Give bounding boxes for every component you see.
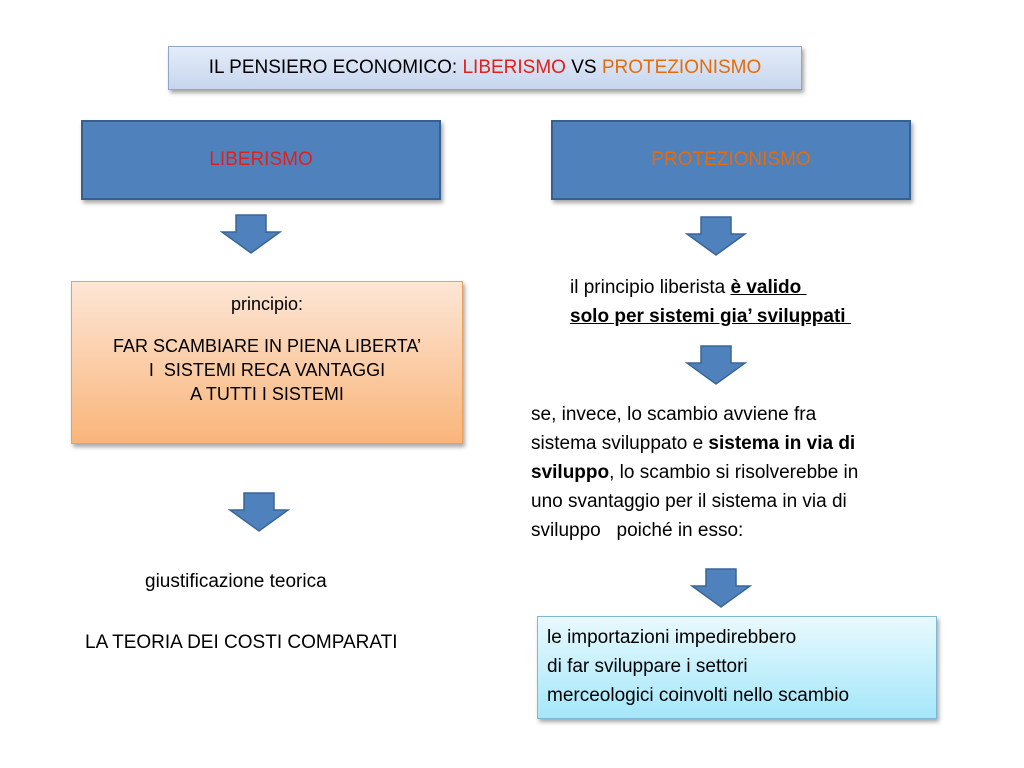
conclusion-line: merceologici coinvolti nello scambio: [547, 685, 850, 706]
down-arrow-icon: [220, 214, 282, 254]
protezionismo-header: PROTEZIONISMO: [551, 120, 911, 200]
title-box: IL PENSIERO ECONOMICO: LIBERISMO VS PROT…: [168, 46, 802, 90]
paragraph-text: , lo scambio si risolverebbe in: [609, 462, 859, 483]
protezionismo-header-label: PROTEZIONISMO: [651, 149, 811, 170]
down-arrow-icon: [690, 568, 752, 608]
liberismo-header: LIBERISMO: [81, 120, 441, 200]
paragraph-bold: sistema in via di: [708, 433, 856, 454]
down-arrow-icon: [685, 345, 747, 385]
principle-line: I SISTEMI RECA VANTAGGI: [148, 360, 386, 380]
exchange-paragraph: se, invece, lo scambio avviene fra siste…: [531, 400, 858, 545]
principle-label: principio:: [230, 294, 304, 314]
title-prefix: IL PENSIERO ECONOMICO:: [208, 57, 463, 78]
theory-text: LA TEORIA DEI COSTI COMPARATI: [85, 632, 398, 653]
title-vs: VS: [565, 57, 602, 78]
paragraph-line: sviluppo, lo scambio si risolverebbe in: [531, 458, 858, 487]
paragraph-line: sviluppo poiché in esso:: [531, 520, 744, 541]
title-liberismo: LIBERISMO: [462, 57, 566, 78]
liberismo-header-label: LIBERISMO: [209, 149, 313, 170]
principle-part: il principio liberista: [570, 277, 731, 298]
conclusion-line: le importazioni impedirebbero: [547, 627, 797, 648]
principle-box: principio: FAR SCAMBIARE IN PIENA LIBERT…: [71, 281, 463, 444]
title-protezionismo: PROTEZIONISMO: [601, 57, 762, 78]
paragraph-text: sistema sviluppato e: [531, 433, 709, 454]
conclusion-line: di far sviluppare i settori: [547, 656, 748, 677]
principle-line: FAR SCAMBIARE IN PIENA LIBERTA’: [112, 336, 422, 356]
paragraph-line: se, invece, lo scambio avviene fra: [531, 404, 817, 425]
paragraph-bold: sviluppo: [531, 462, 610, 483]
justification-text: giustificazione teorica: [145, 571, 327, 592]
principle-line: A TUTTI I SISTEMI: [190, 384, 344, 404]
conclusion-box: le importazioni impedirebbero di far svi…: [537, 616, 937, 719]
principle-developed-only: solo per sistemi gia’ sviluppati: [570, 306, 851, 327]
principle-valid: è valido: [730, 277, 807, 298]
down-arrow-icon: [228, 492, 290, 532]
liberist-principle-text: il principio liberista è valido solo per…: [570, 273, 851, 331]
down-arrow-icon: [685, 216, 747, 256]
paragraph-line: sistema sviluppato e sistema in via di: [531, 429, 858, 458]
paragraph-line: uno svantaggio per il sistema in via di: [531, 491, 847, 512]
